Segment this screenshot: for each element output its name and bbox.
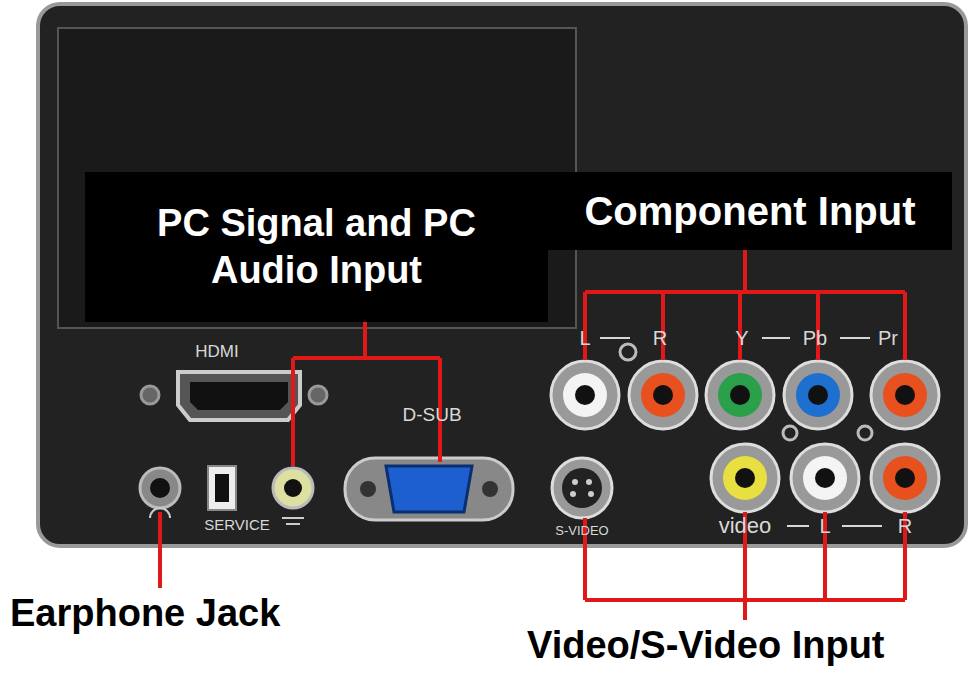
port-label: L — [819, 515, 830, 538]
port-label: HDMI — [195, 342, 238, 362]
callout-label: Video/S-Video Input — [527, 624, 885, 667]
port-label: Pr — [878, 327, 898, 350]
earphone-jack — [140, 468, 180, 518]
port-label: S-VIDEO — [555, 523, 608, 538]
panel-housing — [38, 4, 966, 546]
callout-box: PC Signal and PC Audio Input — [85, 172, 548, 322]
port-label: SERVICE — [204, 516, 270, 533]
service-port — [208, 466, 236, 510]
callout-text: PC Signal and PC Audio Input — [99, 200, 534, 295]
callout-box: Component Input — [548, 172, 952, 250]
port-label: Pb — [803, 327, 827, 350]
label-dashes — [600, 338, 882, 526]
recess — [58, 28, 576, 328]
port-label: video — [719, 513, 772, 539]
s-video-port — [552, 458, 612, 518]
hdmi-port — [141, 372, 327, 420]
port-label: R — [653, 327, 667, 350]
port-label: D-SUB — [402, 404, 461, 426]
callout-label: Earphone Jack — [10, 592, 280, 635]
port-label: R — [898, 515, 912, 538]
port-label: Y — [735, 327, 748, 350]
callout-text: Component Input — [584, 186, 915, 236]
d-sub-port — [345, 458, 513, 520]
pc-audio-jack — [273, 468, 313, 524]
port-label: L — [579, 327, 590, 350]
